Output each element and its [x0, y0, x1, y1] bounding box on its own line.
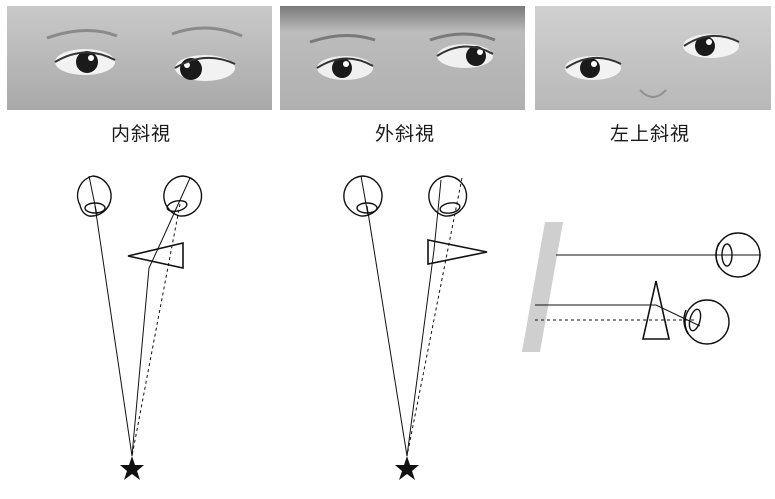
exotropia-face-photo — [280, 6, 525, 110]
prism-wedge — [427, 239, 488, 265]
visual-axis-right — [366, 205, 408, 457]
caption-esotropia: 内斜視 — [110, 123, 171, 145]
photo-esotropia — [7, 6, 272, 110]
star-icon — [120, 456, 144, 480]
exotropia-diagram — [343, 175, 488, 457]
left-eye — [428, 175, 468, 217]
photo-exotropia — [280, 6, 525, 110]
esotropia-diagram — [76, 175, 203, 457]
esotropia-face-photo — [7, 6, 272, 110]
screen-plane — [522, 222, 563, 352]
hypertropia-face-photo — [535, 6, 771, 110]
visual-axis-left-deviated — [131, 177, 191, 457]
photo-left-hypertropia — [535, 6, 771, 110]
prism-vertical — [642, 280, 670, 340]
left-eye — [163, 175, 203, 217]
visual-axis-left-deviated — [406, 179, 442, 457]
diagrams-area — [0, 150, 775, 499]
strabismus-diagrams — [76, 175, 761, 480]
visual-axis-left-dashed — [131, 203, 181, 457]
lower-eye — [683, 299, 730, 345]
right-eye — [76, 175, 112, 217]
prism-wedge — [127, 241, 184, 269]
right-eye — [343, 175, 383, 217]
caption-left-hypertropia: 左上斜視 — [609, 123, 690, 145]
hypertropia-diagram — [522, 222, 761, 352]
caption-exotropia: 外斜視 — [374, 123, 435, 145]
star-icon — [395, 456, 419, 480]
visual-axis-right — [94, 205, 133, 457]
lower-visual-axis — [535, 304, 701, 327]
visual-axis-left-dashed — [406, 177, 463, 457]
